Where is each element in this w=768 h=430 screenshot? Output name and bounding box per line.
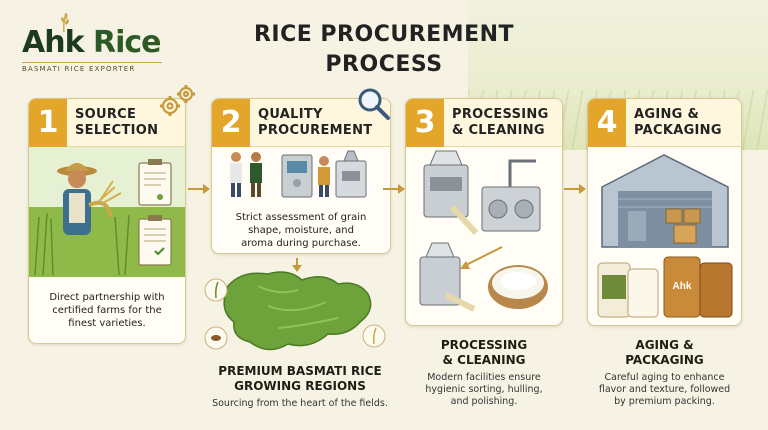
flow-arrow <box>383 184 405 194</box>
inspector-illustration <box>230 150 367 198</box>
brand-logo: Ahk Rice BASMATI RICE EXPORTER <box>22 13 162 73</box>
step-header: 1 SOURCE SELECTION <box>29 99 185 147</box>
packaging-description: Careful aging to enhance flavor and text… <box>598 372 731 407</box>
step-number: 3 <box>406 99 444 147</box>
gear-icon <box>160 85 195 116</box>
regions-description: Sourcing from the heart of the fields. <box>212 398 388 409</box>
page-title: RICE PROCUREMENT PROCESS <box>253 22 515 77</box>
step-card-source-selection: 1 SOURCE SELECTION <box>28 98 186 344</box>
step-title: SOURCE SELECTION <box>75 106 159 138</box>
processing-title: PROCESSING & CLEANING <box>440 338 528 367</box>
brand-name: Ahk Rice <box>22 25 161 60</box>
step-description: Strict assessment of grain shape, moistu… <box>235 212 367 249</box>
step-number: 4 <box>588 99 626 147</box>
warehouse-illustration: Ahk <box>597 154 733 318</box>
rice-bag-icon: Ahk <box>673 281 692 292</box>
machine-illustration <box>419 150 548 312</box>
magnifier-icon <box>358 88 390 120</box>
step-title: PROCESSING & CLEANING <box>452 106 549 138</box>
step-card-aging-packaging: 4 AGING & PACKAGING Ahk <box>587 98 742 326</box>
step-header: 4 AGING & PACKAGING <box>588 99 741 147</box>
flow-arrow-down <box>292 258 302 272</box>
processing-description: Modern facilities ensure hygienic sortin… <box>425 372 543 407</box>
step-card-processing-cleaning: 3 PROCESSING & CLEANING <box>405 98 563 326</box>
step-title: QUALITY PROCUREMENT <box>258 106 373 138</box>
region-map-illustration <box>198 266 388 366</box>
regions-title: PREMIUM BASMATI RICE GROWING REGIONS <box>218 364 382 393</box>
rice-stalk-icon <box>61 13 69 32</box>
step-number: 1 <box>29 99 67 147</box>
flow-arrow <box>188 184 210 194</box>
brand-tagline: BASMATI RICE EXPORTER <box>22 62 162 73</box>
step-number: 2 <box>212 99 250 147</box>
step-title: AGING & PACKAGING <box>634 106 722 138</box>
step-header: 2 QUALITY PROCUREMENT <box>212 99 390 147</box>
packaging-title: AGING & PACKAGING <box>625 338 704 367</box>
farmer-illustration <box>29 147 185 277</box>
flow-arrow <box>564 184 586 194</box>
step-header: 3 PROCESSING & CLEANING <box>406 99 562 147</box>
step-description: Direct partnership with certified farms … <box>49 292 165 329</box>
step-card-quality-procurement: 2 QUALITY PROCUREMENT Strict assessment … <box>211 98 391 254</box>
